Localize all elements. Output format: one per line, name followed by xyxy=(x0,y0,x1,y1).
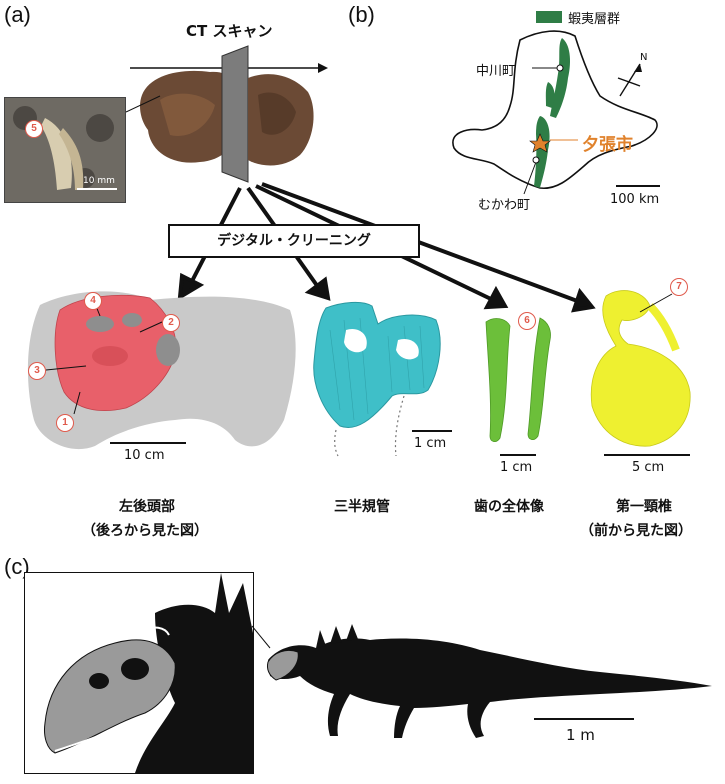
map-north-label: N xyxy=(640,52,648,63)
vertebra-caption-line1: 第一頸椎 xyxy=(616,499,672,515)
vertebra-marker-7: 7 xyxy=(670,278,688,296)
map-legend-swatch xyxy=(536,11,562,23)
ct-inset-scale-label: 10 mm xyxy=(83,176,115,186)
skull-scale-bar xyxy=(110,442,186,444)
canal-scale-label: 1 cm xyxy=(414,436,447,451)
tooth-caption: 歯の全体像 xyxy=(474,499,544,515)
skull-caption-line2: （後ろから見た図） xyxy=(82,523,208,539)
digital-cleaning-label: デジタル・クリーニング xyxy=(168,224,420,258)
head-closeup-frame xyxy=(24,572,254,774)
map-place-nakagawa: 中川町 xyxy=(476,64,516,79)
vertebra-caption-line2: （前から見た図） xyxy=(580,523,692,539)
vertebra-rendering xyxy=(590,290,691,447)
vertebra-scale-label: 5 cm xyxy=(632,460,665,475)
ct-scan-illustration xyxy=(125,45,328,183)
canal-rendering xyxy=(313,301,441,457)
map-scale-label: 100 km xyxy=(610,192,660,207)
tooth-scale-bar xyxy=(500,454,536,456)
reconstruction-scale-label: 1 m xyxy=(566,726,595,744)
skull-marker-3: 3 xyxy=(28,362,46,380)
panel-label-b: (b) xyxy=(348,2,375,27)
map-legend-label: 蝦夷層群 xyxy=(568,12,621,27)
reconstruction-scale-bar xyxy=(534,718,634,720)
ct-inset-marker-5: 5 xyxy=(25,120,43,138)
vertebra-scale-bar xyxy=(604,454,690,456)
ct-scan-label: CT スキャン xyxy=(186,22,273,40)
ct-inset-photo: 5 10 mm xyxy=(4,97,126,203)
ct-inset-scale-bar xyxy=(77,188,117,190)
map-place-mukawa: むかわ町 xyxy=(478,198,531,213)
skull-rendering xyxy=(27,291,296,450)
tooth-marker-6: 6 xyxy=(518,312,536,330)
skull-marker-2: 2 xyxy=(162,314,180,332)
skull-marker-1: 1 xyxy=(56,414,74,432)
skull-marker-4: 4 xyxy=(84,292,102,310)
tooth-rendering xyxy=(485,317,551,442)
skull-scale-label: 10 cm xyxy=(124,448,165,463)
tooth-scale-label: 1 cm xyxy=(500,460,533,475)
map-place-yubari: 夕張市 xyxy=(582,135,633,155)
hokkaido-map xyxy=(452,30,660,195)
panel-label-a: (a) xyxy=(4,2,31,27)
canal-caption: 三半規管 xyxy=(334,499,390,515)
canal-scale-bar xyxy=(412,430,452,432)
skull-caption-line1: 左後頭部 xyxy=(119,499,175,515)
